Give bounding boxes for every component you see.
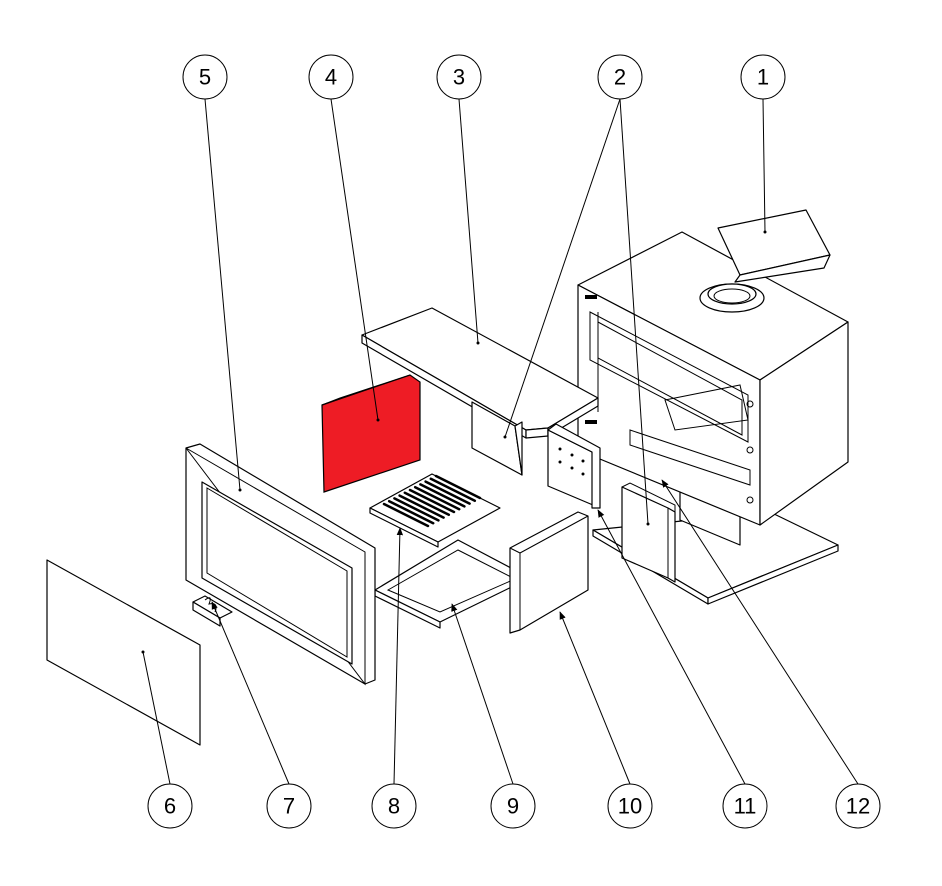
callout-label: 11 <box>734 794 757 819</box>
callout-label: 5 <box>199 65 211 90</box>
part-5-door-frame <box>185 443 376 686</box>
callout-label: 4 <box>325 65 337 90</box>
leader-lines <box>141 98 859 785</box>
part-6-glass-panel <box>46 559 201 746</box>
callout-label: 9 <box>507 794 519 819</box>
callout-12: 12 <box>835 783 881 829</box>
callout-10: 10 <box>607 783 653 829</box>
callout-1: 1 <box>740 54 786 100</box>
callout-4: 4 <box>308 54 354 100</box>
part-10-side-brick-front <box>509 511 589 634</box>
part-4-rear-brick <box>321 374 421 493</box>
callout-11: 11 <box>722 783 768 829</box>
callout-8: 8 <box>371 783 417 829</box>
callout-label: 7 <box>283 794 295 819</box>
callout-label: 1 <box>757 65 769 90</box>
callout-label: 12 <box>846 794 870 819</box>
grate-slot <box>393 497 440 522</box>
grate-slot <box>419 483 466 508</box>
callout-9: 9 <box>490 783 536 829</box>
part-2-brick-center <box>471 401 523 476</box>
part-8-grate <box>369 473 501 548</box>
callout-6: 6 <box>147 783 193 829</box>
part-1-deflector-plate <box>717 209 831 283</box>
callout-7: 7 <box>266 783 312 829</box>
grate-slot <box>413 485 461 511</box>
grate-slot <box>429 477 477 503</box>
callout-label: 10 <box>618 794 642 819</box>
callout-bubbles: 1 2 3 4 5 6 7 8 9 10 11 12 <box>147 54 881 829</box>
callout-label: 8 <box>388 794 400 819</box>
callout-label: 3 <box>453 65 465 90</box>
callout-label: 2 <box>614 65 626 90</box>
grate-slot <box>382 502 430 528</box>
grate-slot <box>387 499 435 525</box>
grate-slot <box>403 491 451 517</box>
part-2-brick-right <box>621 482 676 583</box>
callout-label: 6 <box>164 794 176 819</box>
stove-body <box>577 231 849 605</box>
grate-slot <box>434 474 482 500</box>
grate-slot <box>424 480 471 505</box>
grate-slot <box>398 494 445 519</box>
callout-3: 3 <box>436 54 482 100</box>
part-11-side-brick-rear <box>547 423 601 509</box>
callout-5: 5 <box>182 54 228 100</box>
callout-2: 2 <box>597 54 643 100</box>
grate-slot <box>408 488 456 514</box>
